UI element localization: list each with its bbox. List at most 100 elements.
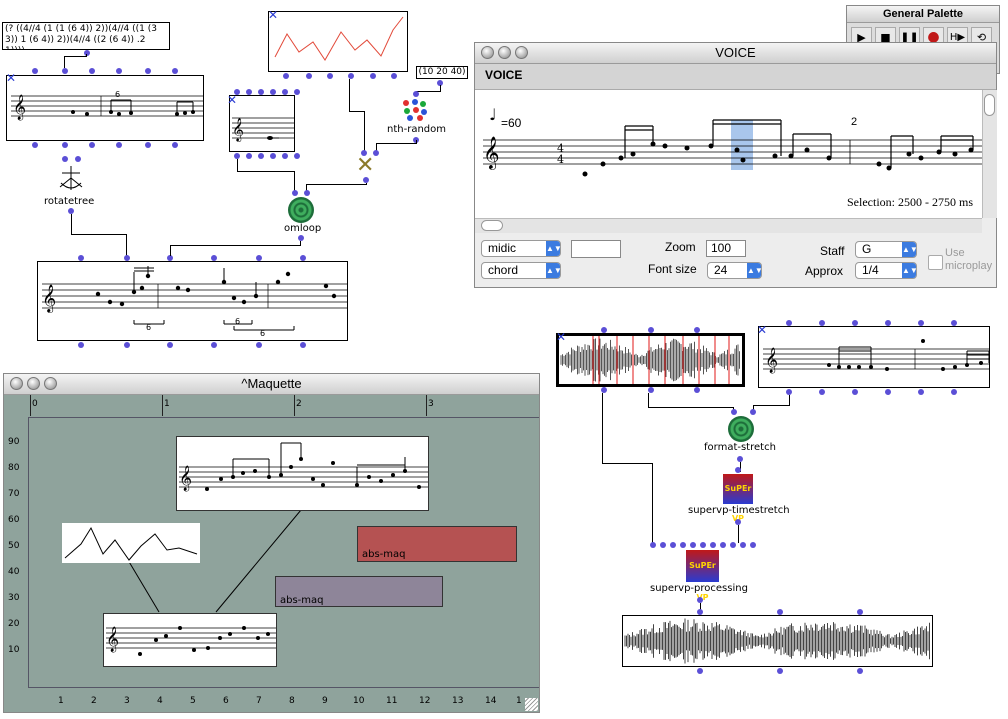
- bpf-curve: [274, 16, 404, 61]
- x-tick-label: 4: [157, 696, 163, 706]
- zoom-window-button[interactable]: [44, 377, 57, 390]
- x-tick-label: 10: [353, 696, 365, 706]
- minimize-window-button[interactable]: [27, 377, 40, 390]
- voice-box-small[interactable]: 𝄞 6: [6, 75, 204, 141]
- close-icon[interactable]: ✕: [6, 71, 17, 85]
- voice-window[interactable]: VOICE VOICE 𝄞 4 4 ♩: [474, 42, 997, 288]
- zoom-window-button[interactable]: [515, 46, 528, 59]
- chevron-down-icon: ▲▼: [546, 241, 562, 256]
- x-tick-label: 8: [289, 696, 295, 706]
- close-icon[interactable]: ✕: [556, 330, 567, 344]
- display-select-value: chord: [488, 263, 519, 277]
- approx-select[interactable]: 1/4▲▼: [855, 262, 918, 279]
- supervp-timestretch-icon[interactable]: SuPEr VP: [723, 474, 753, 523]
- rotatetree-label: rotatetree: [44, 196, 95, 207]
- maquette-voice-box-bottom[interactable]: 𝄞: [103, 613, 277, 667]
- staff-value: G: [862, 242, 872, 256]
- supervp-processing-icon[interactable]: SuPEr VP: [686, 550, 719, 602]
- close-window-button[interactable]: [10, 377, 23, 390]
- resize-grip-icon[interactable]: [525, 698, 538, 711]
- x-tick-label: 13: [452, 696, 464, 706]
- microplay-checkbox[interactable]: [928, 255, 943, 270]
- close-icon[interactable]: ✕: [268, 8, 279, 22]
- maquette-y-axis[interactable]: 90 80 70 60 50 40 30 20 10: [4, 417, 29, 687]
- chevron-down-icon: ▲▼: [747, 263, 763, 278]
- y-tick-label: 90: [8, 437, 20, 447]
- voice-header-label: VOICE: [485, 68, 523, 82]
- mode-select[interactable]: midic▲▼: [481, 240, 562, 257]
- close-icon[interactable]: ✕: [757, 323, 768, 337]
- maquette-bpf-box[interactable]: [62, 523, 200, 563]
- rotatetree-inlet[interactable]: [75, 156, 81, 162]
- supervp-processing-label: supervp-processing: [650, 583, 748, 594]
- maquette-window[interactable]: ^Maquette 0 1 2 3 90 80 70 60 50 40 30 2…: [3, 373, 540, 713]
- fontsize-label: Font size: [648, 262, 697, 276]
- outlet[interactable]: [84, 50, 90, 56]
- y-tick-label: 10: [8, 645, 20, 655]
- omloop-icon[interactable]: [288, 197, 314, 223]
- close-window-button[interactable]: [481, 46, 494, 59]
- vertical-scrollbar[interactable]: [982, 90, 997, 218]
- tuplet-mark: 6: [235, 317, 240, 326]
- approx-value: 1/4: [862, 263, 879, 277]
- nth-random-icon[interactable]: [402, 99, 428, 121]
- score-box-right[interactable]: 𝄞: [758, 326, 990, 388]
- svg-text:𝄞: 𝄞: [483, 136, 500, 170]
- voice-box-large[interactable]: 𝄞 6 6 6: [37, 261, 348, 341]
- selection-readout: Selection: 2500 - 2750 ms: [847, 195, 973, 209]
- tuplet-mark: 6: [115, 90, 120, 99]
- omloop-inlet[interactable]: [304, 190, 310, 196]
- rotatetree-icon[interactable]: [56, 163, 86, 193]
- horizontal-scrollbar[interactable]: [475, 218, 982, 233]
- format-stretch-inlet[interactable]: [731, 409, 737, 415]
- fontsize-value: 24: [714, 263, 728, 277]
- sound-waveform: [560, 336, 740, 384]
- display-select[interactable]: chord▲▼: [481, 262, 562, 279]
- rotatetree-inlet[interactable]: [62, 156, 68, 162]
- nth-random-inlet[interactable]: [413, 91, 419, 97]
- tuplet-mark: 6: [260, 329, 265, 338]
- rhythm-tree-text: (? ((4//4 (1 (1 (6 4)) 2))(4//4 ((1 (3 3…: [5, 24, 157, 49]
- maquette-voice-box-top[interactable]: 𝄞: [176, 436, 429, 511]
- voice-large-staff: 𝄞 6 6 6: [42, 266, 347, 338]
- chord-seq-box[interactable]: 𝄞: [229, 95, 295, 152]
- zoom-value: 100: [711, 241, 732, 255]
- close-icon[interactable]: ✕: [227, 93, 238, 107]
- rhythm-tree-box[interactable]: (? ((4//4 (1 (1 (6 4)) 2))(4//4 ((1 (3 3…: [2, 22, 170, 50]
- voice-staff: 𝄞 6: [11, 90, 203, 120]
- staff-select[interactable]: G▲▼: [855, 241, 918, 258]
- multiply-icon[interactable]: ✕: [356, 153, 375, 178]
- omloop-inlet[interactable]: [292, 190, 298, 196]
- output-sound-box[interactable]: [622, 615, 933, 667]
- ruler-label: 0: [32, 399, 38, 409]
- fontsize-select[interactable]: 24 ▲▼: [707, 262, 763, 279]
- minimize-window-button[interactable]: [498, 46, 511, 59]
- microplay-label: Use microplay: [945, 247, 993, 272]
- maquette-bottom-ruler[interactable]: 1 2 3 4 5 6 7 8 9 10 11 12 13 14 1: [28, 687, 539, 713]
- x-tick-label: 5: [190, 696, 196, 706]
- x-tick-label: 11: [386, 696, 398, 706]
- voice-header: VOICE: [475, 64, 996, 90]
- zoom-input[interactable]: 100: [706, 240, 746, 257]
- mult-inlet[interactable]: [373, 150, 379, 156]
- format-stretch-icon[interactable]: [728, 416, 754, 442]
- format-stretch-label: format-stretch: [704, 442, 776, 453]
- voice-window-title: VOICE: [475, 43, 996, 64]
- bpf-box[interactable]: [268, 11, 408, 72]
- mult-inlet[interactable]: [361, 150, 367, 156]
- maquette-top-ruler[interactable]: 0 1 2 3: [28, 395, 539, 418]
- nth-random-label: nth-random: [387, 124, 446, 135]
- list-box[interactable]: (10 20 40): [416, 66, 468, 79]
- abs-maq-box-purple[interactable]: abs-maq: [275, 576, 443, 607]
- format-stretch-inlet[interactable]: [750, 409, 756, 415]
- voice-score-area[interactable]: 𝄞 4 4 ♩ =60 2 Selection: 2500 - 2750 ms: [475, 90, 982, 218]
- abs-maq-box-red[interactable]: abs-maq: [357, 526, 517, 562]
- color-field[interactable]: [571, 240, 621, 258]
- y-tick-label: 70: [8, 489, 20, 499]
- x-tick-label: 1: [516, 696, 522, 706]
- sound-box[interactable]: [556, 333, 745, 387]
- svg-text:𝄞: 𝄞: [106, 626, 119, 652]
- supervp-logo-text: SuPEr VP: [724, 484, 752, 523]
- timestretch-inlet[interactable]: [735, 467, 741, 473]
- zoom-label: Zoom: [665, 240, 696, 254]
